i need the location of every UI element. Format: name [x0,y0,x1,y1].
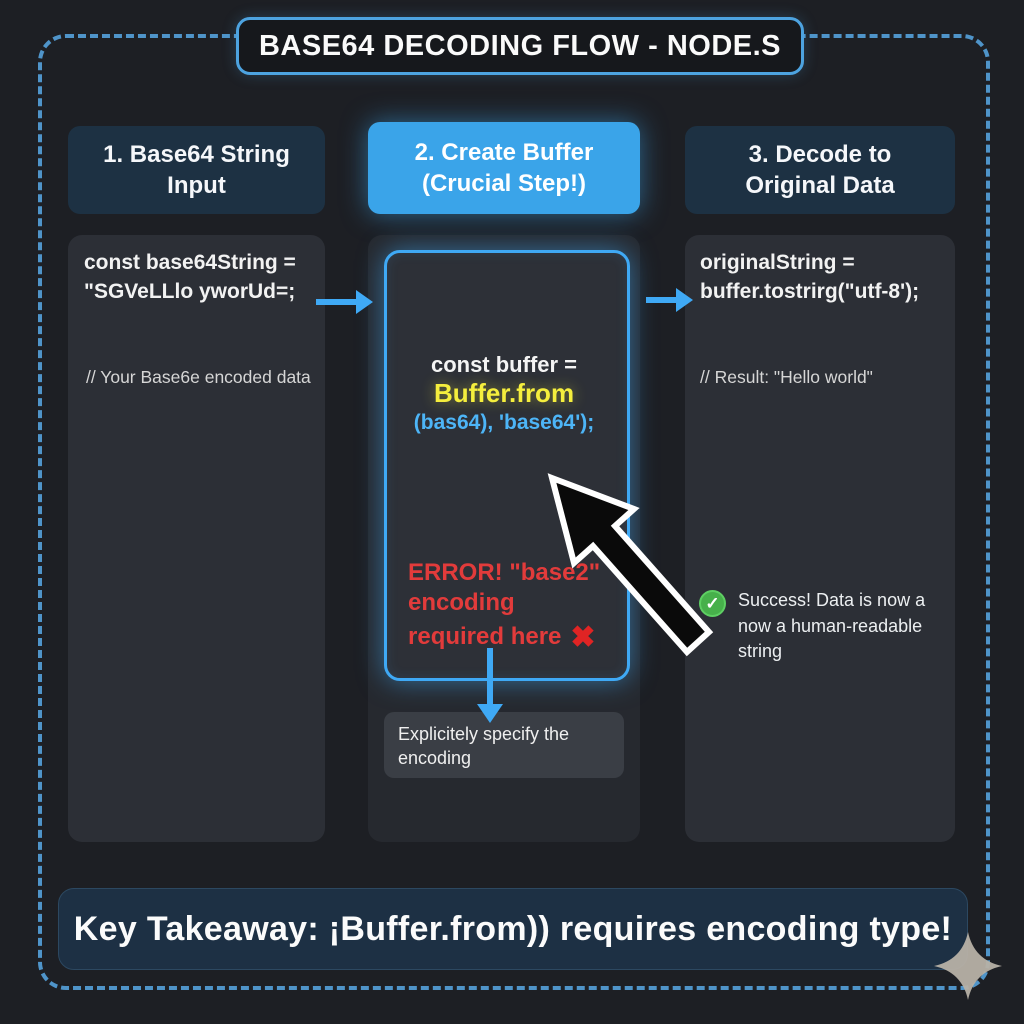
step2-header-label: 2. Create Buffer (Crucial Step!) [414,138,594,197]
error-line3: required here✖ [408,619,623,657]
step2-header: 2. Create Buffer (Crucial Step!) [368,122,640,214]
step1-header-label: 1. Base64 String Input [103,140,290,199]
page-title: BASE64 DECODING FLOW - NODE.S [258,29,782,62]
step1-header: 1. Base64 String Input [68,126,325,214]
key-takeaway-banner: Key Takeaway: ¡Buffer.from)) requires en… [58,888,968,970]
step3-code-line1: originalString = [700,251,855,274]
title-box: BASE64 DECODING FLOW - NODE.S [236,17,804,75]
step2-code-line3: (bas64), 'base64'); [413,411,595,434]
error-line1: ERROR! "base2" [408,559,601,586]
step3-header: 3. Decode to Original Data [685,126,955,214]
step1-code: const base64String = "SGVeLLlo yworUd=; [84,248,319,307]
error-message: ERROR! "base2" encoding required here✖ [408,558,623,657]
check-icon: ✓ [699,590,726,617]
key-takeaway-text: Key Takeaway: ¡Buffer.from)) requires en… [73,909,953,948]
step2-code-line2: Buffer.from [433,378,575,408]
step1-panel [68,235,325,842]
step1-code-line2: "SGVeLLlo yworUd=; [84,280,296,304]
step3-panel [685,235,955,842]
step3-header-label: 3. Decode to Original Data [745,140,895,199]
cross-icon: ✖ [570,620,596,654]
step1-comment: // Your Base6e encoded data [86,367,311,387]
encoding-note: Explicitely specify the encoding [384,712,624,778]
success-message: Success! Data is now a now a human-reada… [738,590,926,662]
step3-code-line2: buffer.tostrirg("utf-8'); [700,280,920,304]
step3-comment: // Result: "Hello world" [700,367,873,387]
error-line2: encoding [408,589,515,617]
success-row: ✓ Success! Data is now a now a human-rea… [699,588,947,665]
step2-code: const buffer = Buffer.from (bas64), 'bas… [384,352,624,435]
step1-code-line1: const base64String = [84,251,296,274]
step3-code: originalString = buffer.tostrirg("utf-8'… [700,248,952,307]
step2-code-line1: const buffer = [430,352,578,377]
